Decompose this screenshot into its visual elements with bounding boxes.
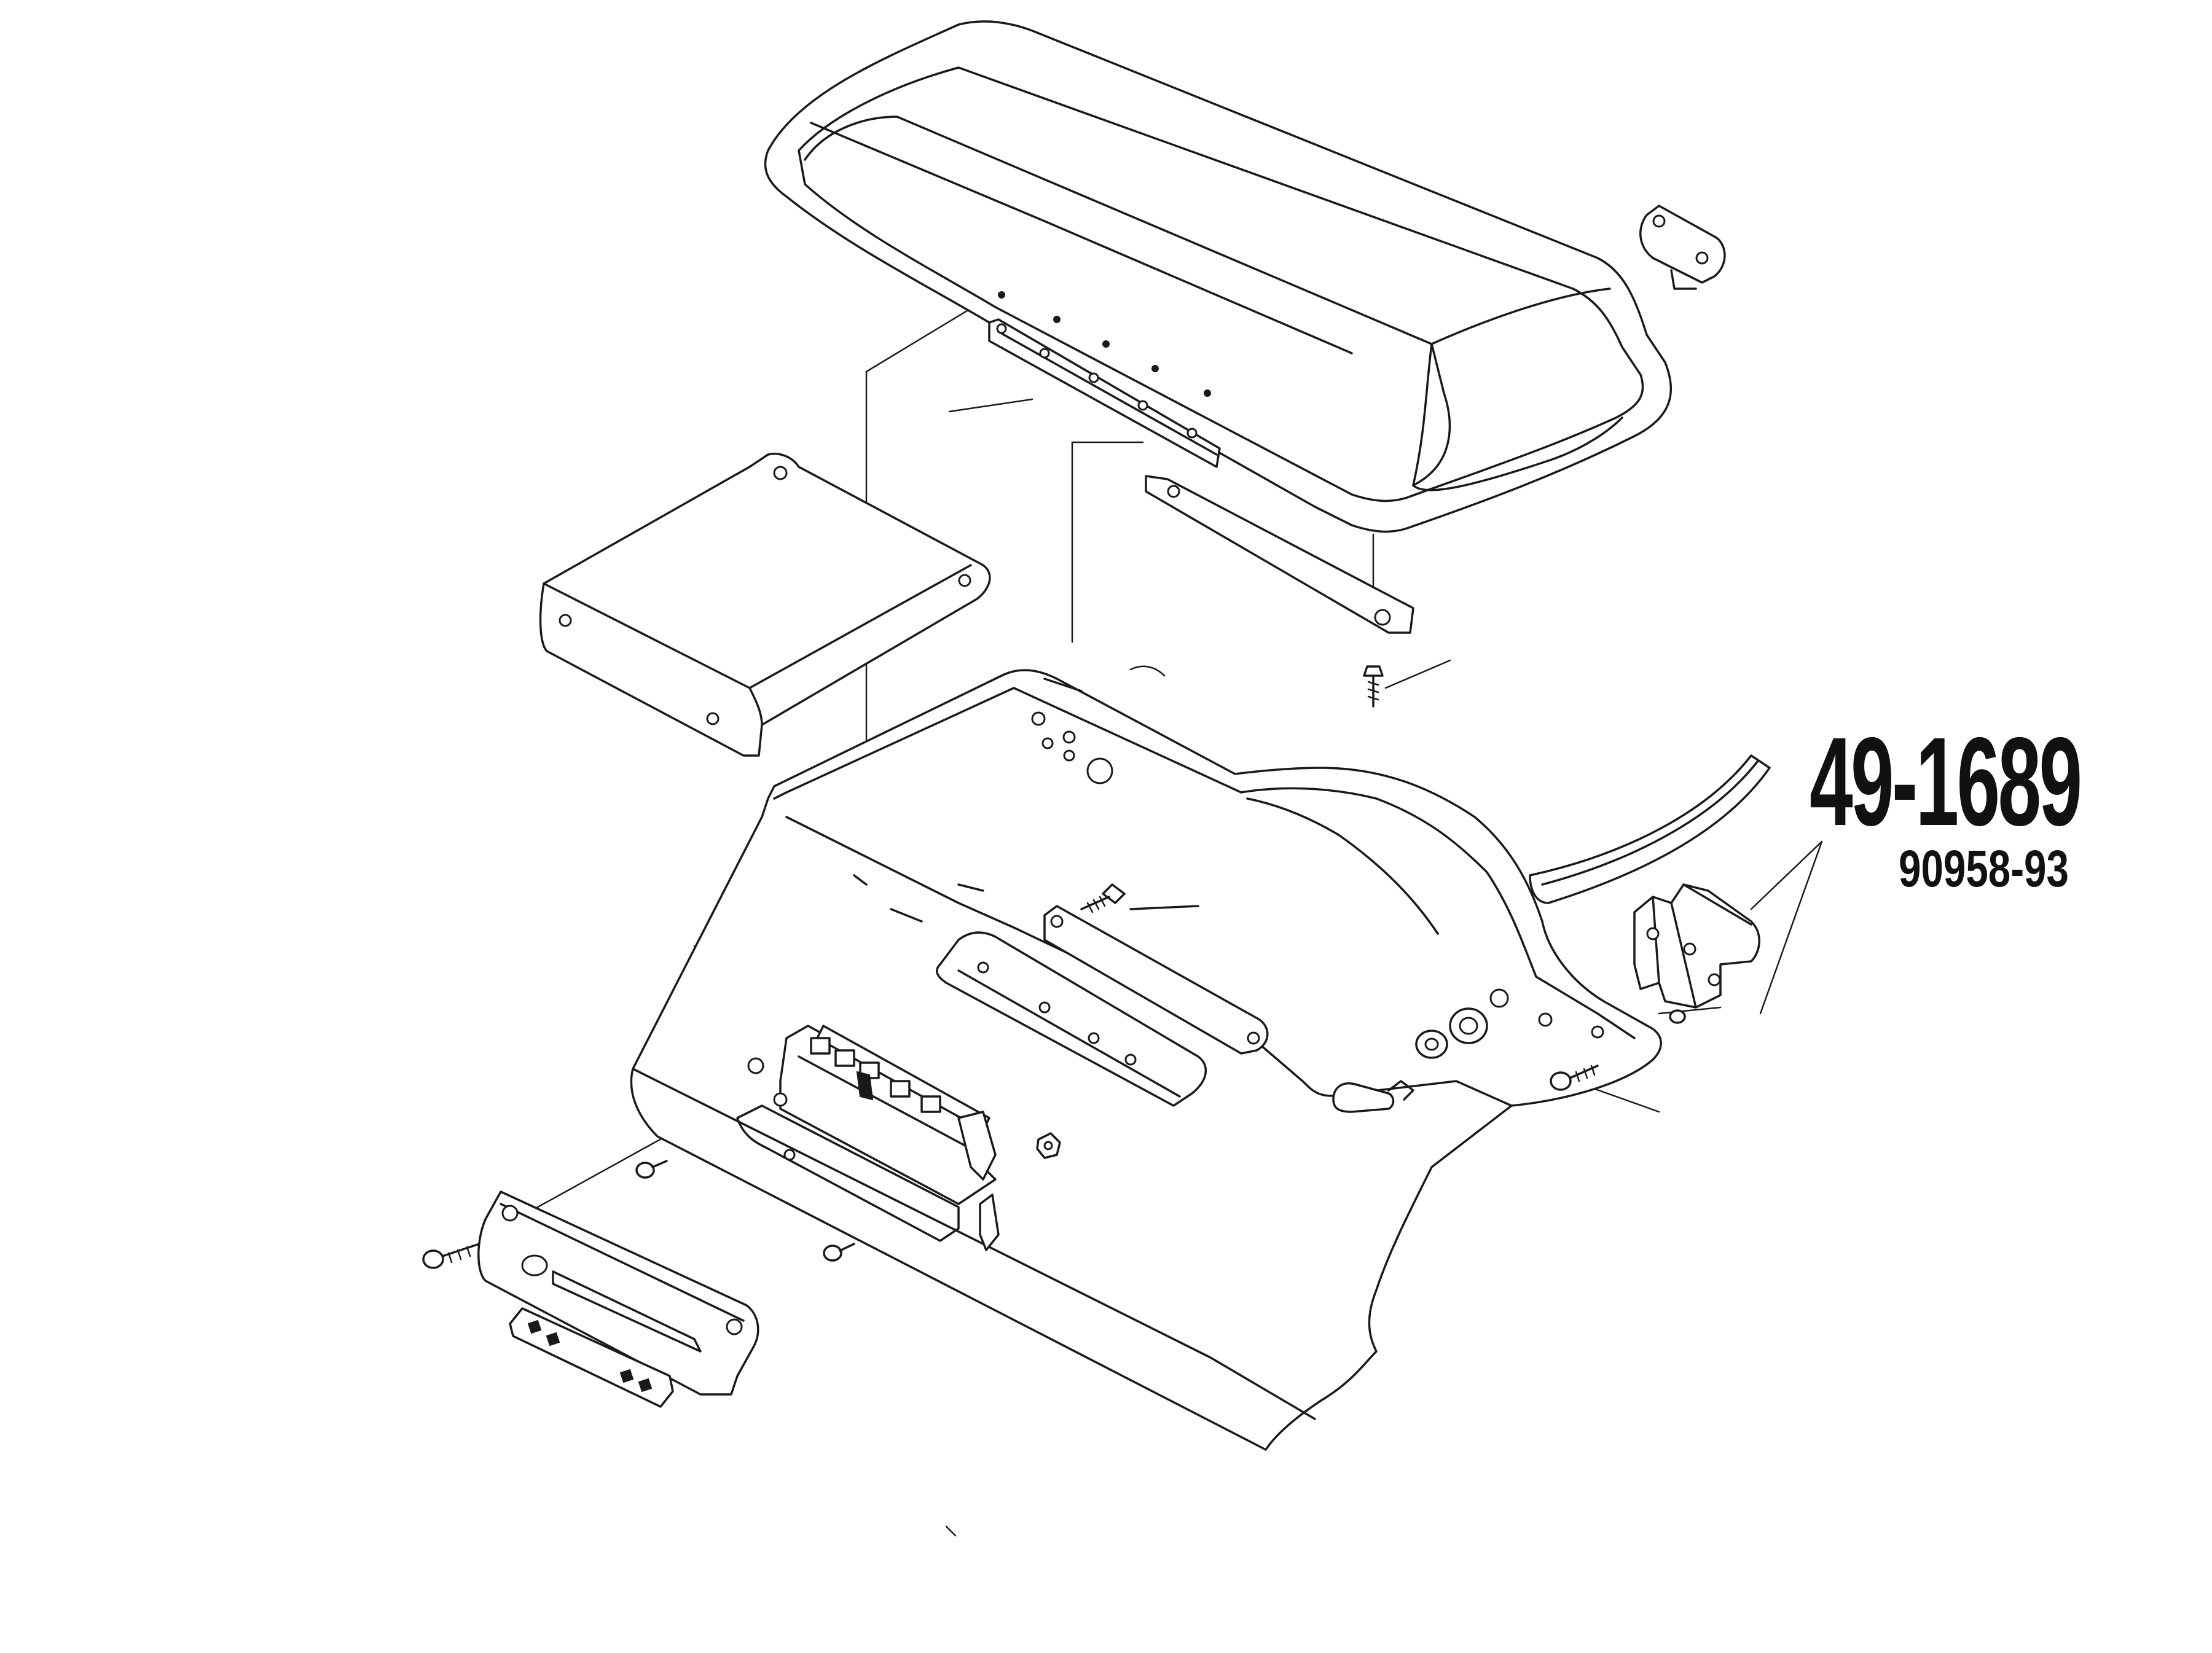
hinge-bracket-part (1633, 883, 1760, 1024)
latch-cover (477, 1190, 759, 1396)
hinge-cover-panel (539, 453, 991, 757)
part-callout-leader (1750, 840, 1823, 910)
lid-latch-bracket (1639, 205, 1726, 290)
lid-strap (1145, 475, 1414, 634)
trim-strip (1529, 754, 1771, 904)
latch-plate-screw (1080, 883, 1126, 913)
grommet-spacer (1415, 1007, 1488, 1059)
latch-backing-plate (1043, 905, 1269, 1055)
saddlebag-body (630, 669, 1662, 1451)
part-number-primary: 49-1689 (1810, 711, 2082, 852)
saddlebag-lid (764, 20, 1673, 533)
latch-screws (635, 1160, 855, 1262)
stray-marks (945, 665, 1166, 1537)
strap-screw (1363, 665, 1384, 708)
body-side-screw (1550, 1065, 1599, 1091)
latch-assembly (736, 1025, 1000, 1251)
latch-cover-screw (422, 1243, 480, 1269)
latch-nut (1036, 1132, 1061, 1159)
quick-release-fastener (1332, 1080, 1414, 1113)
part-number-secondary: 90958-93 (1899, 840, 2069, 897)
warning-label (509, 1307, 674, 1408)
lid-hinge-strip (988, 318, 1221, 468)
